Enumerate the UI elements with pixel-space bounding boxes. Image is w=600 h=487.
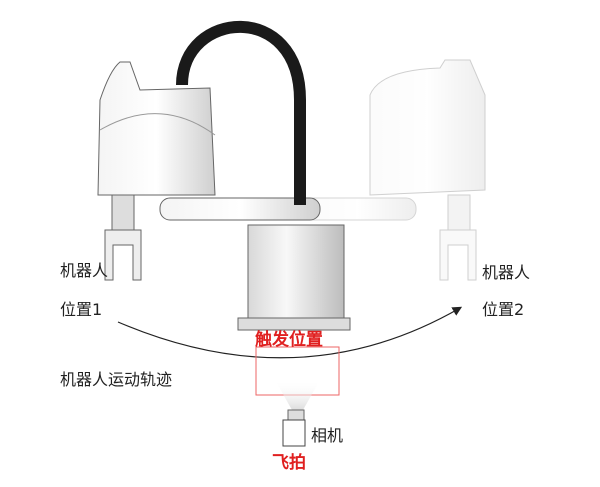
robot-position-1	[97, 20, 321, 281]
trajectory-label: 机器人运动轨迹	[60, 370, 173, 389]
trajectory-arc	[117, 306, 463, 359]
flying-shot-label: 飞拍	[272, 453, 306, 473]
position-1-label-line2: 位置1	[60, 300, 103, 319]
robot-position-2	[299, 59, 486, 281]
position-2-label-line1: 机器人	[482, 263, 531, 282]
camera-icon	[282, 409, 306, 447]
camera-view-cone	[275, 380, 320, 410]
trigger-position-label: 触发位置	[255, 330, 323, 350]
camera-label: 相机	[311, 426, 344, 445]
position-1-label-line1: 机器人	[60, 261, 109, 280]
robot-base	[237, 224, 351, 331]
position-2-label-line2: 位置2	[482, 300, 525, 319]
